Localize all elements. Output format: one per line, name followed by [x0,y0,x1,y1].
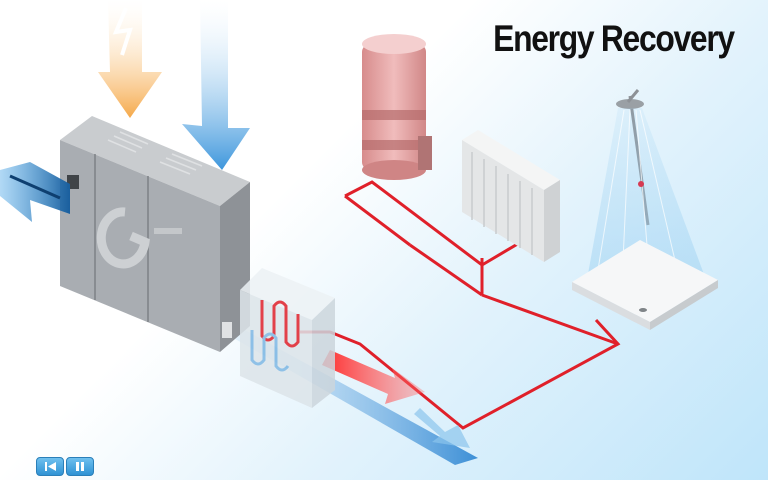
shower [572,89,718,330]
heat-recovery-unit [240,268,335,408]
restart-button[interactable] [36,457,64,476]
exhaust-air-arrow [0,162,70,222]
radiator [462,130,560,262]
incoming-water-arrow [414,408,470,448]
air-intake-arrow [182,0,250,170]
electric-input-arrow [98,0,162,118]
page-title: Energy Recovery [493,18,735,59]
skip-back-icon [45,462,56,471]
hot-water-tank [362,34,432,180]
hot-water-flow-arrow [322,350,425,404]
pause-button[interactable] [66,457,94,476]
pause-icon [76,462,84,471]
